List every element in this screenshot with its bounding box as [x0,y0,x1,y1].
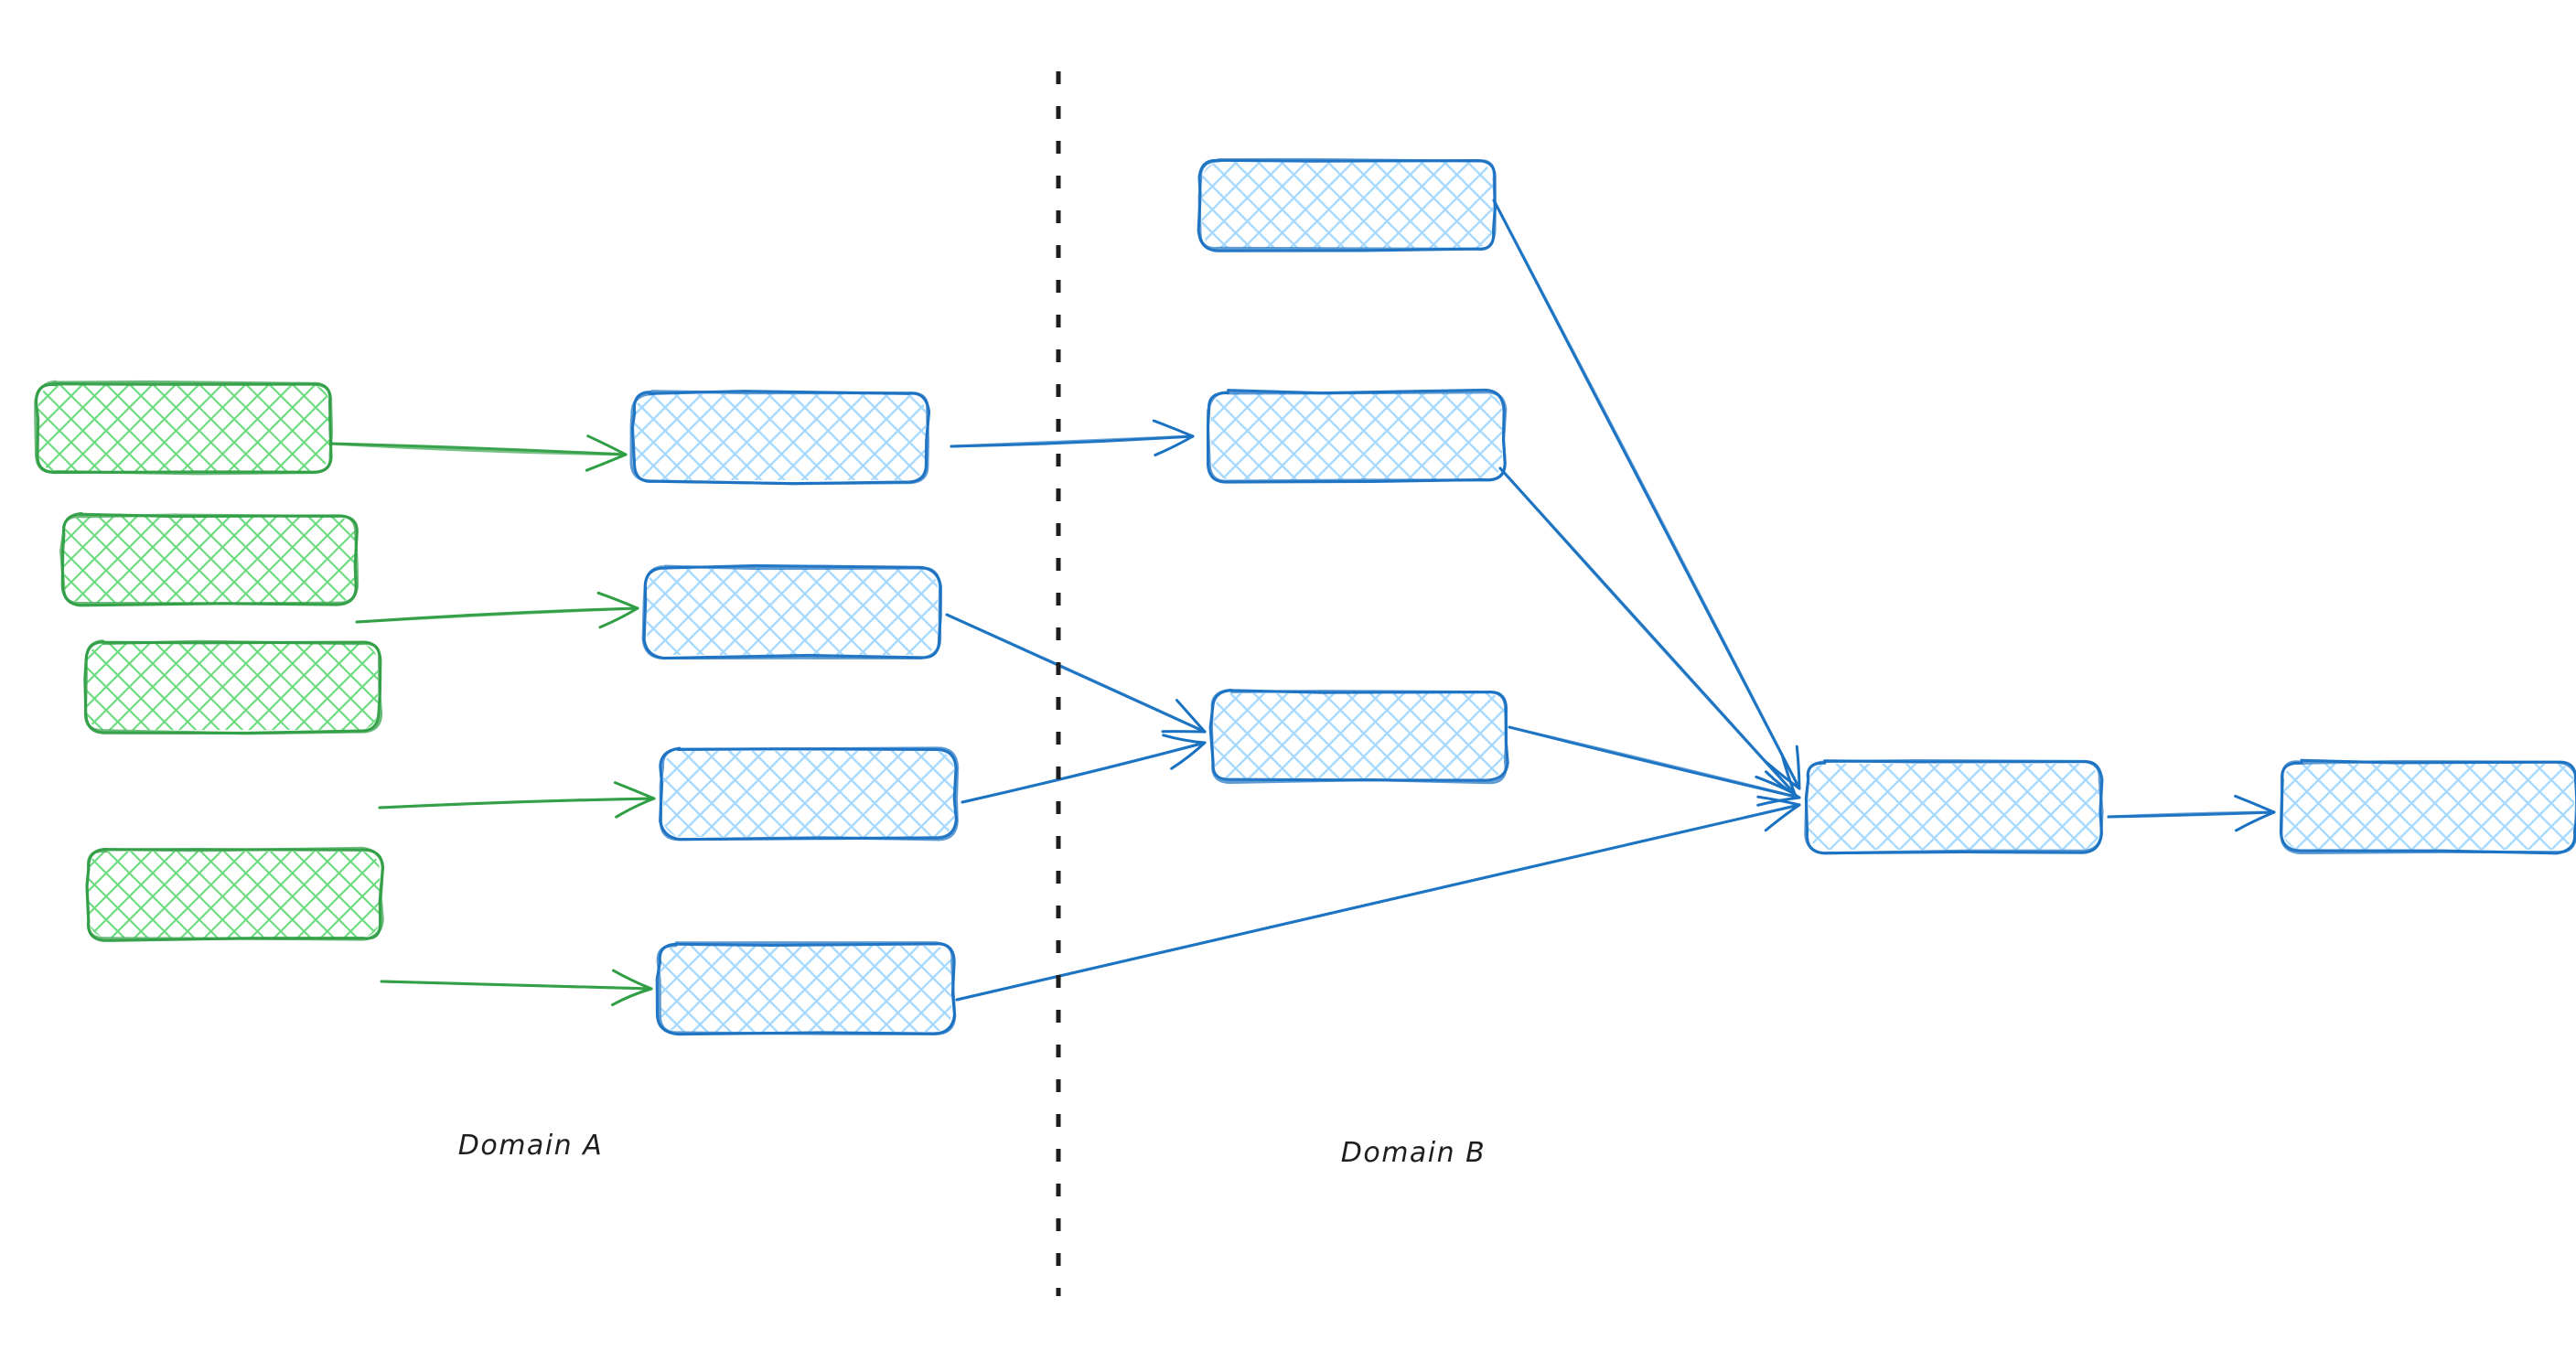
node-sink[interactable] [2279,758,2576,855]
edge-line [1492,198,1801,790]
node-outline [659,746,960,841]
arrowhead-stroke-1 [1764,803,1801,832]
edge-e-a2-b2 [355,591,639,629]
edge-e-b1-c2 [950,419,1195,456]
node-outline [2280,759,2576,855]
edge-line [955,803,1801,1002]
edge-line [945,613,1207,734]
edge-e-c1-hub [1492,198,1801,790]
edge-e-hub-sink [2107,794,2276,832]
edge-e-a3-b3 [378,781,656,819]
label-layer: Domain A Domain B [458,1130,1487,1169]
edge-line [1508,725,1801,799]
node-fill-hatch-b [2283,764,2574,850]
arrowhead-stroke-2 [596,591,639,610]
arrowhead-stroke-2 [1765,770,1801,799]
node-outline [34,380,333,476]
arrowhead-stroke-2 [612,969,653,991]
node-c1[interactable] [1197,157,1497,252]
edge-line [355,606,639,624]
node-a1[interactable] [34,380,333,476]
node-fill-hatch-b [647,569,938,655]
node-fill-hatch-b [1809,764,2099,850]
edge-line [950,434,1195,448]
edge-line [380,980,653,991]
node-a2[interactable] [59,511,360,607]
node-outline [659,746,958,841]
domain-label-domain-b: Domain B [1341,1137,1487,1169]
edge-line [2107,810,2276,819]
arrowhead-stroke-2 [586,434,628,456]
node-outline [1206,391,1508,483]
node-outline [1197,157,1497,252]
node-b4[interactable] [655,941,957,1036]
node-layer [34,157,2576,1036]
arrowhead-stroke-2 [613,781,656,800]
arrowhead-stroke-2 [1152,419,1195,438]
node-b1[interactable] [629,390,931,486]
node-fill-hatch-b [64,517,355,603]
arrowhead-stroke-2 [2234,794,2276,814]
node-outline [629,390,930,486]
arrowhead-stroke-1 [611,987,653,1007]
node-hub[interactable] [1804,758,2104,855]
arrowhead-stroke-2 [1756,795,1801,807]
arrowhead-stroke-1 [615,797,656,819]
edge-line [329,442,628,456]
node-outline [85,846,384,941]
edge-line [961,741,1207,804]
node-outline [1804,758,2104,855]
edge-line [378,797,656,809]
arrowhead-stroke-1 [585,453,628,472]
node-a3[interactable] [83,639,383,735]
node-c3[interactable] [1208,688,1509,785]
edge-e-b4-hub [955,795,1801,1002]
edge-e-b3-c3 [961,734,1207,804]
node-fill-hatch-b [663,751,954,837]
node-b2[interactable] [641,563,942,660]
node-a4[interactable] [85,846,385,942]
arrowhead-stroke-2 [1795,745,1801,790]
node-outline [641,564,942,660]
arrowhead-stroke-1 [1154,434,1195,456]
node-fill-hatch-b [87,644,378,730]
edge-e-c3-hub [1508,725,1801,807]
arrowhead-stroke-1 [2235,810,2276,832]
edge-line [1498,466,1797,796]
edge-e-b2-c3 [945,613,1207,734]
edge-e-a1-b1 [329,434,628,472]
node-fill-hatch-b [1214,693,1505,779]
node-fill-hatch-b [660,946,951,1032]
node-outline [1209,688,1508,785]
arrowhead-stroke-1 [598,606,639,629]
node-outline [83,639,383,735]
node-outline [656,941,957,1035]
arrowhead-stroke-2 [1162,734,1207,745]
arrowhead-stroke-2 [1780,752,1797,796]
node-c2[interactable] [1206,388,1508,484]
node-fill-hatch-b [635,394,926,480]
arrowhead-stroke-2 [1175,699,1207,734]
arrowhead-stroke-1 [1170,741,1207,770]
edge-e-c2-hub [1498,466,1797,796]
node-b3[interactable] [659,746,960,841]
domain-label-domain-a: Domain A [458,1130,603,1162]
node-fill-hatch-b [1202,162,1493,248]
node-fill-hatch-b [89,852,380,938]
node-fill-hatch-b [38,385,329,471]
node-fill-hatch-b [1211,393,1502,479]
node-outline [59,513,360,606]
edge-layer [329,198,2276,1007]
edge-e-a4-b4 [380,969,653,1007]
